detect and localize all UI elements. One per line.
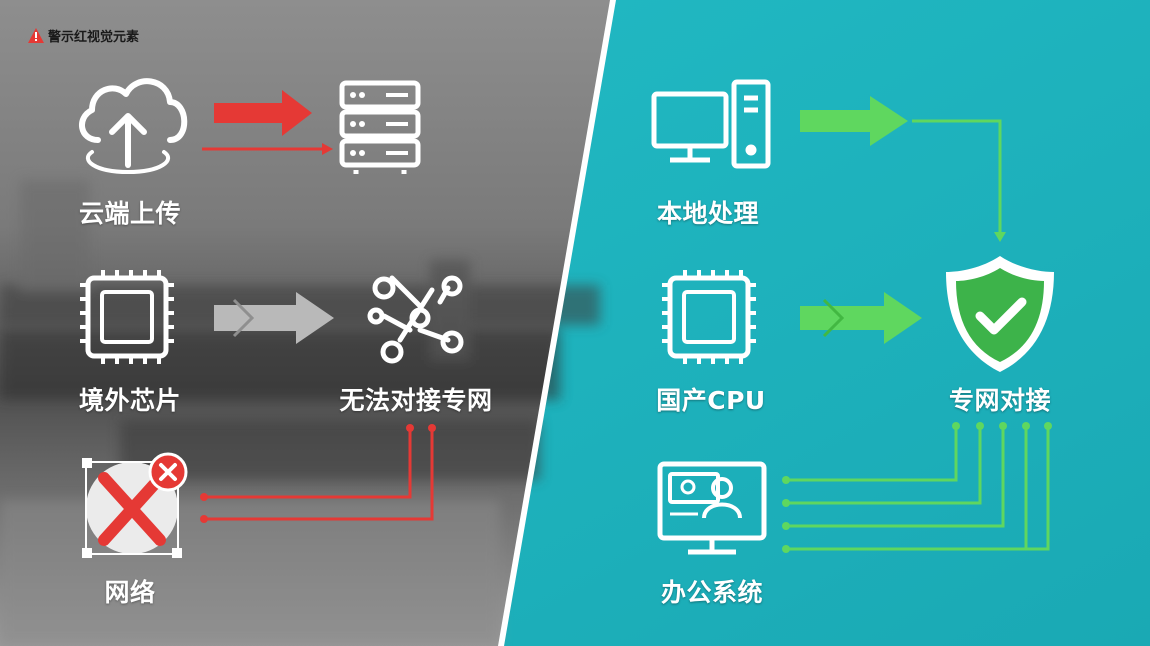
label-private-network: 专网对接 bbox=[948, 386, 1051, 415]
cloud-upload-icon bbox=[79, 78, 188, 174]
shield-check-icon bbox=[946, 256, 1054, 372]
green-route-top bbox=[912, 119, 1006, 242]
green-connector-dots bbox=[782, 422, 1052, 553]
broken-network-icon bbox=[367, 275, 464, 364]
office-monitor-icon bbox=[657, 461, 767, 555]
warning-text: 警示红视觉元素 bbox=[48, 29, 140, 45]
green-connector-lines bbox=[786, 426, 1050, 551]
red-connector-lines bbox=[204, 428, 434, 521]
chip-icon-left bbox=[80, 270, 174, 364]
desktop-computer-icon bbox=[651, 79, 771, 169]
warning-triangle-icon bbox=[28, 27, 44, 43]
green-arrow-top bbox=[800, 96, 908, 146]
green-arrow-middle bbox=[800, 292, 922, 344]
panel-divider bbox=[498, 0, 616, 646]
chip-icon-right bbox=[662, 270, 756, 364]
label-foreign-chip: 境外芯片 bbox=[78, 386, 181, 415]
gray-arrow bbox=[214, 292, 334, 344]
red-connector-dots bbox=[200, 424, 436, 523]
red-thin-arrow bbox=[202, 143, 333, 155]
label-office-system: 办公系统 bbox=[660, 578, 763, 607]
label-local-processing: 本地处理 bbox=[656, 199, 759, 228]
server-lights bbox=[350, 92, 408, 156]
server-rack-icon bbox=[339, 80, 421, 174]
label-network: 网络 bbox=[104, 578, 156, 607]
label-domestic-cpu: 国产CPU bbox=[656, 386, 766, 415]
label-cannot-connect: 无法对接专网 bbox=[339, 386, 493, 415]
red-thick-arrow bbox=[214, 90, 312, 136]
label-cloud-upload: 云端上传 bbox=[78, 199, 181, 228]
warning-tag: 警示红视觉元素 bbox=[28, 25, 139, 45]
close-badge-icon bbox=[148, 452, 188, 492]
